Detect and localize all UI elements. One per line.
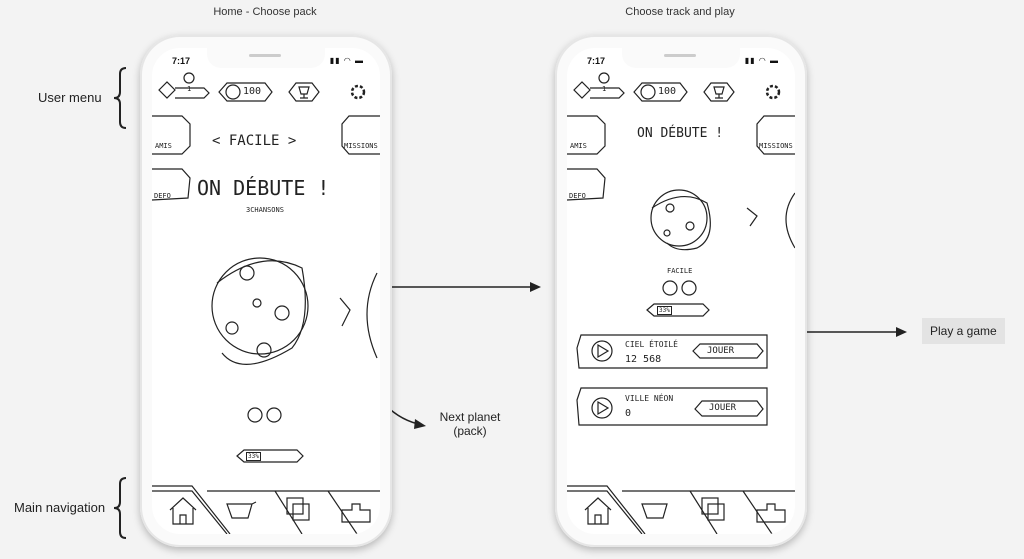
progress-bar bbox=[236, 449, 304, 463]
happy-face-icon bbox=[247, 407, 263, 423]
progress-value: 33% bbox=[246, 452, 261, 461]
user-menu-label: User menu bbox=[38, 90, 102, 105]
next-planet bbox=[366, 272, 378, 359]
trophy-button bbox=[703, 82, 735, 102]
user-menu-bracket bbox=[113, 67, 127, 129]
happy-face-icon bbox=[662, 280, 678, 296]
screen-title-track: Choose track and play bbox=[625, 6, 735, 18]
coins-box bbox=[633, 82, 688, 102]
coins-value: 100 bbox=[658, 86, 677, 97]
track-score: 0 bbox=[625, 408, 632, 419]
missions-label[interactable]: MISSIONS bbox=[759, 142, 793, 150]
missions-label[interactable]: MISSIONS bbox=[344, 142, 378, 150]
phone-track: 7:17 ▮▮ ◠ ▬ AMIS MISSIONS DEFO 1 100 ON … bbox=[555, 35, 807, 547]
next-planet-note: Next planet(pack) bbox=[420, 410, 520, 438]
pack-title: ON DÉBUTE ! bbox=[637, 126, 724, 141]
friends-label[interactable]: AMIS bbox=[570, 142, 587, 150]
coin-icon bbox=[225, 84, 241, 100]
play-game-note: Play a game bbox=[922, 318, 1005, 344]
sketch bbox=[567, 72, 795, 534]
track-name: CIEL ÉTOILÉ bbox=[625, 340, 678, 349]
difficulty-label: FACILE bbox=[667, 267, 693, 275]
status-time: 7:17 bbox=[587, 56, 606, 66]
status-icons: ▮▮ ◠ ▬ bbox=[744, 56, 779, 65]
planet-ring bbox=[216, 260, 306, 365]
main-nav-bracket bbox=[113, 477, 127, 539]
cart-icon bbox=[641, 503, 668, 519]
sad-face-icon bbox=[266, 407, 282, 423]
nav-bar-lines bbox=[152, 485, 380, 534]
avatar-icon bbox=[598, 72, 610, 84]
progress-value: 33% bbox=[657, 306, 672, 315]
track-name: VILLE NÉON bbox=[625, 394, 674, 403]
track-card-1 bbox=[576, 334, 768, 369]
challenge-label[interactable]: DEFO bbox=[569, 192, 586, 200]
note-line-2: (pack) bbox=[453, 424, 487, 438]
next-planet-chevron bbox=[746, 207, 758, 227]
coins-box bbox=[218, 82, 273, 102]
level-value: 1 bbox=[602, 85, 607, 93]
coins-value: 100 bbox=[243, 86, 262, 97]
leaderboard-icon bbox=[756, 503, 786, 523]
planet bbox=[211, 257, 309, 355]
play-button[interactable]: JOUER bbox=[709, 403, 737, 413]
progress-bar bbox=[646, 303, 710, 317]
status-time: 7:17 bbox=[172, 56, 191, 66]
main-navigation-label: Main navigation bbox=[14, 500, 106, 515]
avatar-icon bbox=[183, 72, 195, 84]
status-icons: ▮▮ ◠ ▬ bbox=[329, 56, 364, 65]
cart-icon bbox=[226, 501, 257, 519]
friends-label[interactable]: AMIS bbox=[155, 142, 172, 150]
challenge-label[interactable]: DEFO bbox=[154, 192, 171, 200]
sad-face-icon bbox=[681, 280, 697, 296]
screen-title-home: Home - Choose pack bbox=[213, 6, 317, 18]
track-card-2 bbox=[576, 387, 768, 426]
pack-subtitle: 3CHANSONS bbox=[246, 206, 284, 214]
songs-icon bbox=[286, 497, 304, 515]
note-line-1: Next planet bbox=[439, 410, 501, 424]
coin-icon bbox=[640, 84, 656, 100]
pack-title: ON DÉBUTE ! bbox=[197, 176, 330, 200]
phone-home: 7:17 ▮▮ ◠ ▬ AMIS MISSIONS DEFO 1 100 < F… bbox=[140, 35, 392, 547]
missions-button bbox=[341, 115, 380, 155]
leaderboard-icon bbox=[341, 503, 371, 523]
gear-icon bbox=[350, 84, 366, 100]
level-value: 1 bbox=[187, 85, 192, 93]
play-button[interactable]: JOUER bbox=[707, 346, 735, 356]
sketch bbox=[152, 72, 380, 534]
friends-button bbox=[152, 115, 191, 155]
arrow-head bbox=[530, 282, 541, 292]
next-planet-chevron bbox=[339, 297, 351, 327]
home-icon bbox=[169, 497, 197, 525]
profile-bar bbox=[175, 87, 210, 99]
gear-icon bbox=[765, 84, 781, 100]
home-screen: 7:17 ▮▮ ◠ ▬ AMIS MISSIONS DEFO 1 100 < F… bbox=[152, 48, 380, 534]
challenge-button bbox=[152, 168, 191, 201]
track-score: 12 568 bbox=[625, 354, 662, 365]
planet bbox=[650, 189, 708, 247]
track-screen: 7:17 ▮▮ ◠ ▬ AMIS MISSIONS DEFO 1 100 ON … bbox=[567, 48, 795, 534]
level-icon bbox=[158, 81, 176, 99]
trophy-icon bbox=[298, 86, 310, 99]
trophy-button bbox=[288, 82, 320, 102]
home-icon bbox=[584, 497, 612, 525]
difficulty-selector[interactable]: < FACILE > bbox=[212, 133, 297, 149]
